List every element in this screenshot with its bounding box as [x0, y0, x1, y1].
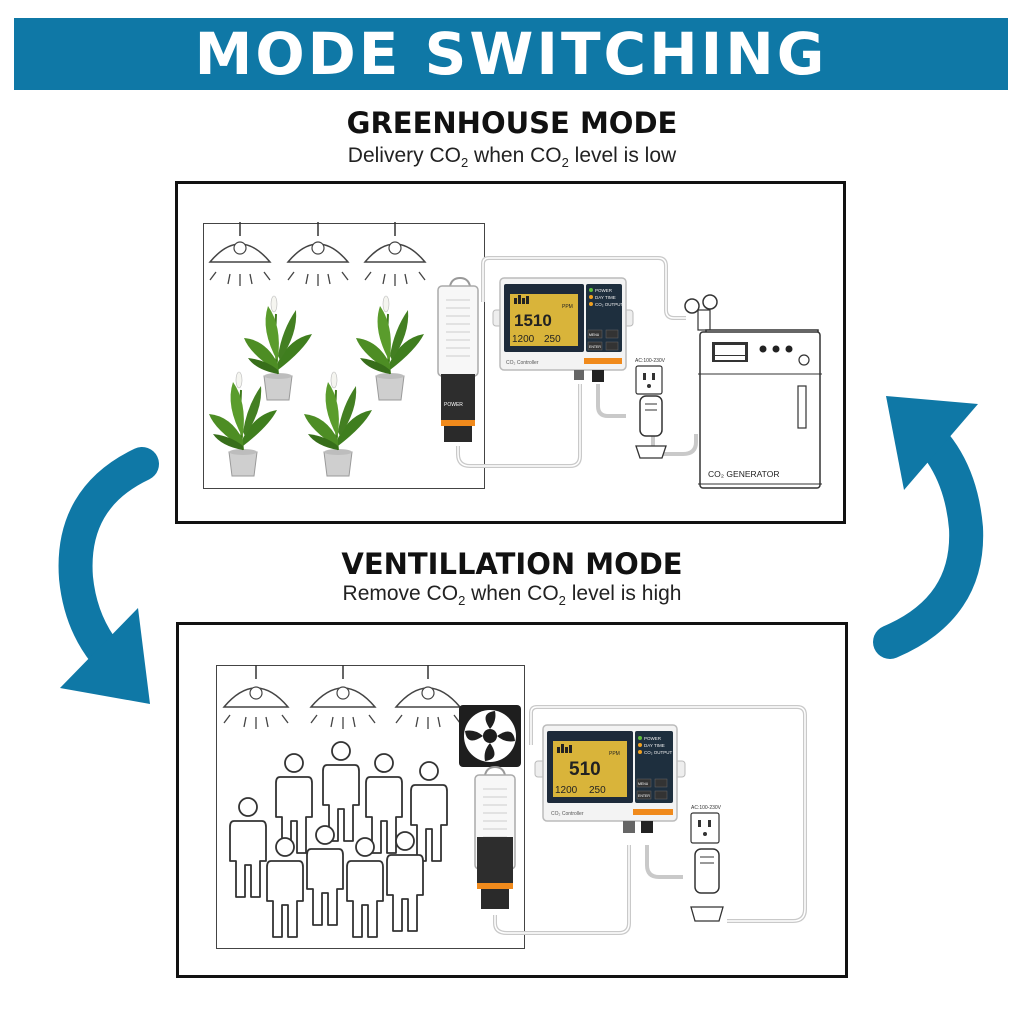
svg-text:ENTER: ENTER [638, 794, 650, 798]
controller-brand: CO₂ Controller [551, 811, 584, 817]
controller-small-reading-left: 1200 [512, 334, 535, 345]
co2-generator: CO₂ GENERATOR [684, 294, 822, 489]
co2-controller: 1510 PPM 1200 250 POWER DAY TIME CO₂ OUT… [492, 277, 634, 382]
indicator-day-time: DAY TIME [644, 743, 665, 748]
plant-icon [243, 295, 313, 401]
menu-key [587, 329, 603, 339]
page-title: MODE SWITCHING [194, 20, 828, 88]
controller-small-reading-left: 1200 [555, 785, 578, 796]
ventilation-diagram: 510 PPM 1200 250 POWER DAY TIME CO₂ OUTP… [223, 664, 807, 938]
controller-unit: PPM [609, 751, 620, 757]
controller-brand: CO₂ Controller [506, 360, 539, 366]
co2-controller: 510 PPM 1200 250 POWER DAY TIME CO₂ OUTP… [534, 724, 686, 833]
plug-icon [635, 395, 667, 459]
svg-text:MENU: MENU [638, 782, 649, 786]
enter-key [587, 341, 603, 351]
indicator-power: POWER [595, 288, 613, 293]
co2-sensor: POWER [437, 276, 479, 442]
ventilation-panel: 510 PPM 1200 250 POWER DAY TIME CO₂ OUTP… [176, 622, 848, 978]
greenhouse-mode-subtitle: Delivery CO2 when CO2 level is low [347, 144, 677, 171]
person-icon [229, 797, 267, 898]
header-banner: MODE SWITCHING [14, 18, 1008, 90]
lamp-icon [223, 664, 289, 730]
switch-arrow-down-icon [58, 447, 159, 704]
generator-label: CO₂ GENERATOR [708, 469, 779, 479]
lamp-icon [209, 221, 271, 287]
controller-small-reading-right: 250 [589, 785, 606, 796]
lamp-icon [364, 221, 426, 287]
lamp-icon [395, 664, 461, 730]
lamp-icon [287, 221, 349, 287]
enter-key [636, 790, 652, 800]
greenhouse-diagram: POWER 1510 PPM 1200 250 POWER DAY TIME C… [208, 221, 822, 489]
controller-main-reading: 1510 [514, 311, 552, 330]
controller-unit: PPM [562, 304, 573, 310]
plant-icon [303, 371, 373, 477]
ventilation-mode-subtitle: Remove CO2 when CO2 level is high [342, 582, 682, 609]
outlet-icon: AC:100-230V [690, 805, 722, 844]
ventilation-mode-title: VENTILLATION MODE [341, 547, 683, 581]
svg-text:AC:100-230V: AC:100-230V [635, 358, 666, 364]
switch-arrow-up-icon [873, 396, 984, 659]
indicator-co2-output: CO₂ OUTPUT [644, 750, 672, 755]
greenhouse-mode-title: GREENHOUSE MODE [346, 106, 678, 140]
fan-icon [459, 705, 521, 767]
indicator-power: POWER [644, 736, 662, 741]
co2-sensor [474, 765, 516, 909]
plug-icon [690, 848, 724, 922]
svg-text:MENU: MENU [589, 333, 600, 337]
svg-text:AC:100-230V: AC:100-230V [691, 805, 722, 811]
sensor-power-label: POWER [444, 402, 463, 408]
lamp-icon [310, 664, 376, 730]
svg-text:ENTER: ENTER [589, 345, 601, 349]
indicator-day-time: DAY TIME [595, 295, 616, 300]
menu-key [636, 778, 652, 788]
person-icon [410, 761, 448, 862]
plant-icon [355, 295, 425, 401]
outlet-icon: AC:100-230V [635, 358, 666, 395]
greenhouse-panel: POWER 1510 PPM 1200 250 POWER DAY TIME C… [175, 181, 846, 524]
controller-main-reading: 510 [569, 759, 601, 780]
indicator-co2-output: CO₂ OUTPUT [595, 302, 623, 307]
controller-small-reading-right: 250 [544, 334, 561, 345]
